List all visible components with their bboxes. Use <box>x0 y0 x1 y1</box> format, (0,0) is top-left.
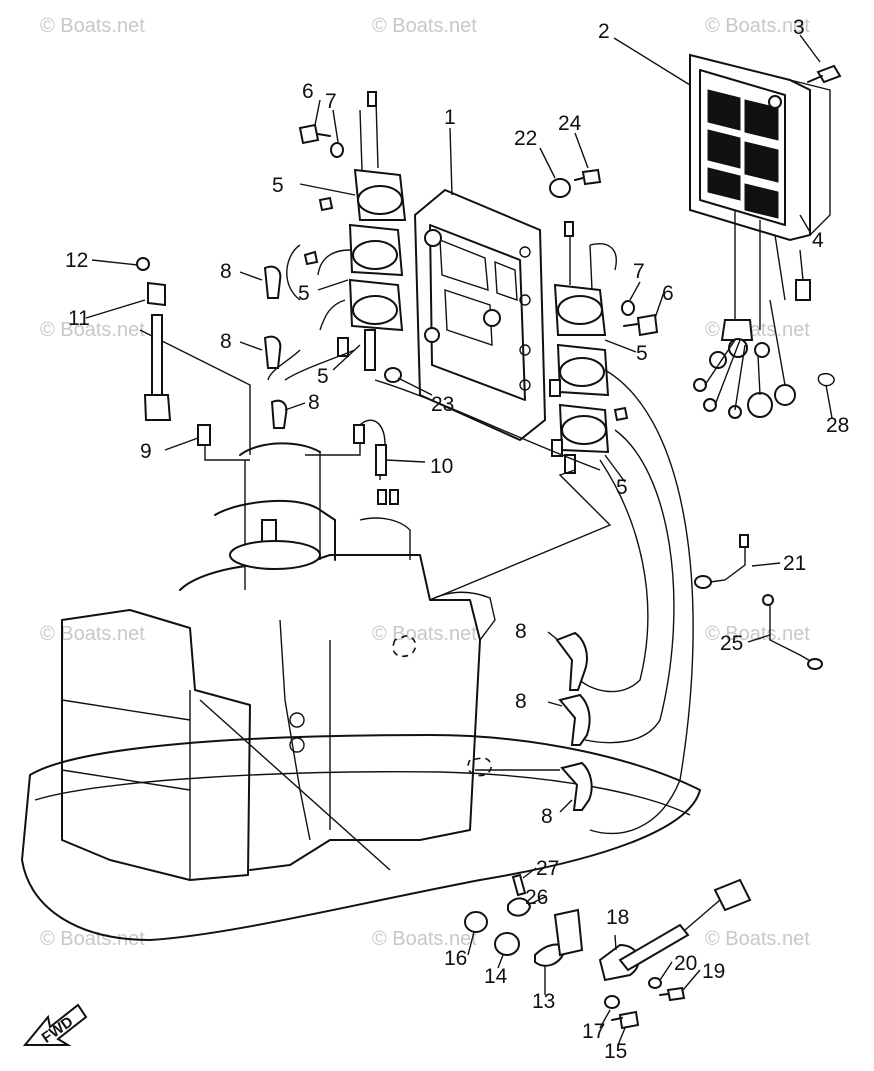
callout-17: 17 <box>582 1020 605 1043</box>
callout-6: 6 <box>662 282 674 305</box>
callout-8: 8 <box>541 805 553 828</box>
callout-14: 14 <box>484 965 508 988</box>
callout-5: 5 <box>636 342 648 365</box>
callout-15: 15 <box>604 1040 627 1063</box>
callout-labels: 1 2 3 4 5 5 5 5 5 6 6 7 7 8 8 8 8 8 8 9 … <box>65 16 849 1063</box>
fwd-arrow-icon: FWD <box>22 1003 88 1047</box>
watermark: © Boats.net <box>705 623 810 645</box>
callout-19: 19 <box>702 960 725 983</box>
callout-12: 12 <box>65 249 88 272</box>
part-5-ignition-coils-right <box>549 221 617 474</box>
callout-11: 11 <box>68 307 90 330</box>
watermark: © Boats.net <box>40 623 145 645</box>
callout-8: 8 <box>220 260 232 283</box>
callout-1: 1 <box>444 106 456 129</box>
parts-9-10-11-12 <box>136 257 399 505</box>
parts-22-24-grommet-bolt <box>384 168 602 383</box>
callout-22: 22 <box>514 127 537 150</box>
callout-5: 5 <box>317 365 329 388</box>
callout-10: 10 <box>430 455 453 478</box>
part-2-cdi-unit <box>689 53 831 419</box>
callout-26: 26 <box>525 886 548 909</box>
callout-27: 27 <box>536 857 559 880</box>
watermark: © Boats.net <box>40 15 145 37</box>
callout-2: 2 <box>598 20 610 43</box>
callout-8: 8 <box>220 330 232 353</box>
callout-6: 6 <box>302 80 314 103</box>
watermarks: © Boats.net © Boats.net © Boats.net © Bo… <box>40 15 810 950</box>
callout-23: 23 <box>431 393 454 416</box>
callout-8: 8 <box>515 620 527 643</box>
leader-lines <box>85 34 833 1046</box>
watermark: © Boats.net <box>372 15 477 37</box>
callout-24: 24 <box>558 112 582 135</box>
callout-5: 5 <box>298 282 310 305</box>
watermark: © Boats.net <box>705 15 810 37</box>
part-1-mount-bracket <box>413 188 547 442</box>
callout-9: 9 <box>140 440 152 463</box>
callout-8: 8 <box>515 690 527 713</box>
callout-20: 20 <box>674 952 697 975</box>
part-3-screw <box>807 64 842 84</box>
watermark: © Boats.net <box>372 928 477 950</box>
parts-21-25-28-leads <box>694 373 835 670</box>
callout-7: 7 <box>325 90 337 113</box>
callout-5: 5 <box>272 174 284 197</box>
callout-4: 4 <box>812 229 824 252</box>
engine-block <box>21 442 701 941</box>
watermark: © Boats.net <box>705 319 810 341</box>
parts-6-7-bolts-washers <box>298 123 659 422</box>
callout-21: 21 <box>783 552 806 575</box>
callout-3: 3 <box>793 16 805 39</box>
throttle-sensor-assembly <box>464 873 752 1030</box>
wiring <box>139 329 694 871</box>
part-5-ignition-coils-left <box>267 91 407 381</box>
watermark: © Boats.net <box>372 623 477 645</box>
watermark: © Boats.net <box>40 319 145 341</box>
callout-8: 8 <box>308 391 320 414</box>
callout-13: 13 <box>532 990 555 1013</box>
callout-16: 16 <box>444 947 467 970</box>
watermark: © Boats.net <box>40 928 145 950</box>
callout-18: 18 <box>606 906 629 929</box>
part-8-plug-caps <box>263 265 593 811</box>
callout-7: 7 <box>633 260 645 283</box>
callout-25: 25 <box>720 632 743 655</box>
watermark: © Boats.net <box>705 928 810 950</box>
callout-28: 28 <box>826 414 849 437</box>
callout-5: 5 <box>616 476 628 499</box>
